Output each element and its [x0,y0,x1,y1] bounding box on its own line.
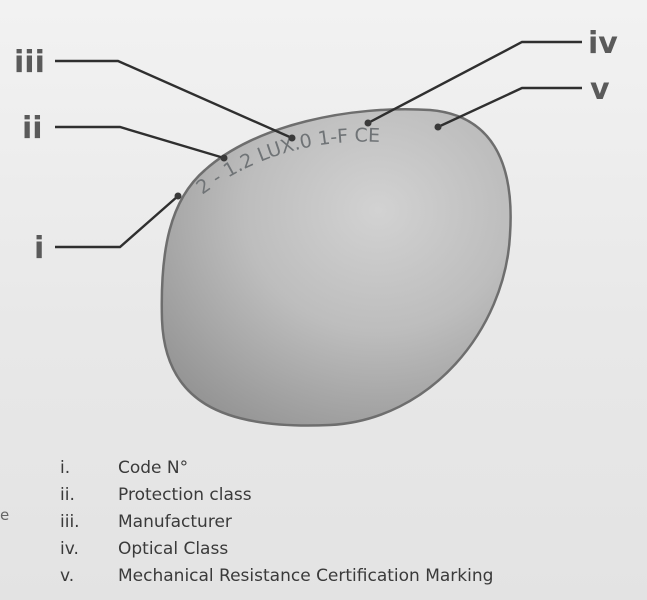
callout-label-i: i [34,231,44,266]
leader-line-v [437,86,582,129]
leader-dot-iii [288,134,296,142]
leader-dot-v [434,123,442,131]
legend-item: i. Code N° [60,454,493,481]
lens-illustration: 2 - 1.2 LUX.0 1-F CE iii ii i iv v [14,26,618,427]
edge-text-fragment: e [0,506,10,524]
legend-number: v. [60,565,75,586]
legend-text: Manufacturer [118,511,232,532]
legend-number: iii. [60,511,80,532]
legend-text: Optical Class [118,538,229,559]
callout-label-ii: ii [22,111,43,146]
leader-line-iv [367,40,582,125]
leader-dot-ii [220,154,228,162]
lens-shape [160,108,512,427]
leader-dot-i [174,192,182,200]
legend-text: Mechanical Resistance Certification Mark… [118,565,494,586]
leader-line-i [55,195,179,249]
leader-dot-iv [364,119,372,127]
callout-label-v: v [590,72,610,107]
legend-list: i. Code N° ii. Protection class iii. Man… [60,454,493,589]
callout-label-iv: iv [588,26,618,61]
callout-label-iii: iii [14,45,45,80]
leader-line-ii [55,125,225,160]
legend-number: i. [60,457,71,478]
legend-text: Code N° [118,457,189,478]
legend-item: iv. Optical Class [60,535,493,562]
legend-number: iv. [60,538,79,559]
legend-item: iii. Manufacturer [60,508,493,535]
leader-line-iii [55,59,293,140]
legend-item: ii. Protection class [60,481,493,508]
legend-number: ii. [60,484,75,505]
legend-item: v. Mechanical Resistance Certification M… [60,562,493,589]
legend-text: Protection class [118,484,252,505]
